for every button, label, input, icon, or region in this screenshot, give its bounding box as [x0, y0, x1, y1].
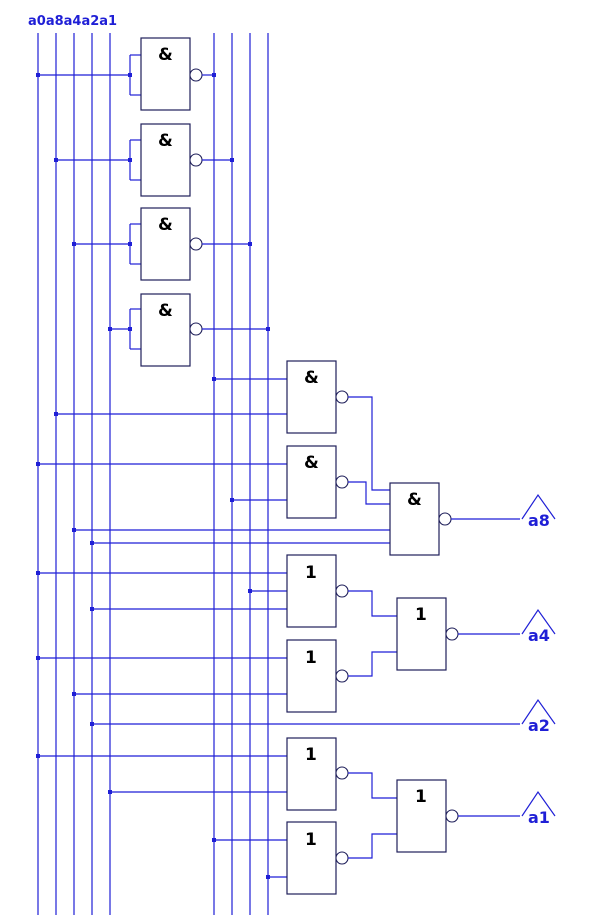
gate-symbol: &: [407, 490, 422, 510]
gate-symbol: &: [158, 215, 173, 235]
a1-nor-2: 1: [212, 821, 349, 895]
a2-passthrough: [90, 722, 520, 726]
output-label: a4: [528, 626, 550, 645]
a4-final-nor: 1: [348, 590, 520, 677]
output-a8: a8: [521, 493, 556, 530]
gate-symbol: &: [158, 45, 173, 65]
inverted-rails: [213, 33, 269, 915]
a1-nor-1: 1: [36, 737, 349, 811]
output-a1: a1: [521, 790, 556, 827]
gate-symbol: 1: [415, 605, 427, 625]
a8-nand-2: &: [36, 445, 349, 519]
output-label: a8: [528, 511, 550, 530]
gate-symbol: &: [304, 368, 319, 388]
a1-final-nor: 1: [348, 772, 520, 859]
gate-symbol: 1: [415, 787, 427, 807]
gate-symbol: 1: [305, 830, 317, 850]
inverter-gate-1: &: [36, 37, 216, 111]
inverter-gate-2: &: [54, 123, 234, 197]
gate-symbol: 1: [305, 745, 317, 765]
a8-final-nand: &: [72, 396, 520, 556]
output-a2: a2: [521, 698, 556, 735]
output-a4: a4: [521, 608, 556, 645]
output-label: a2: [528, 716, 550, 735]
input-rails: [37, 33, 111, 915]
gate-symbol: &: [304, 453, 319, 473]
gate-symbol: &: [158, 131, 173, 151]
output-label: a1: [528, 808, 550, 827]
gate-symbol: &: [158, 301, 173, 321]
a4-nor-2: 1: [36, 639, 349, 713]
a4-nor-1: 1: [36, 554, 349, 628]
gate-symbol: 1: [305, 563, 317, 583]
input-bus-label: a0a8a4a2a1: [28, 14, 117, 29]
a8-nand-1: &: [54, 360, 349, 434]
inverter-gate-3: &: [72, 207, 252, 281]
inverter-gate-4: &: [108, 293, 270, 367]
gate-symbol: 1: [305, 648, 317, 668]
